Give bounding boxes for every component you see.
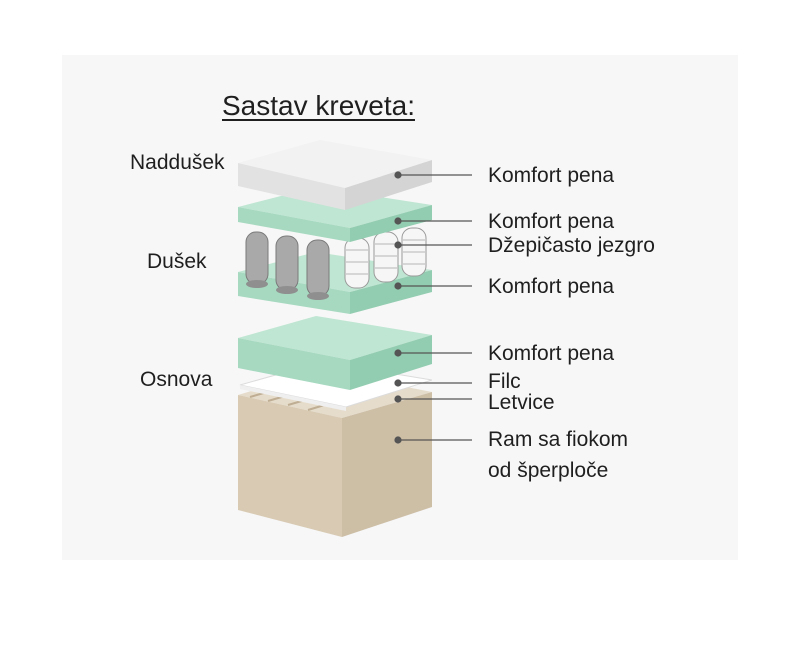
topper-block <box>238 140 432 210</box>
pocket-spring-core <box>245 227 427 300</box>
layer-label-frame-line2: od šperploče <box>488 459 609 482</box>
group-label-mattress: Dušek <box>147 250 207 273</box>
base-foam-block <box>238 316 432 390</box>
layer-label-slats: Letvice <box>488 391 555 414</box>
leader-dot <box>394 379 402 387</box>
leader-dot <box>394 241 402 249</box>
layer-label-mattress-top-foam: Komfort pena <box>488 210 615 233</box>
layer-label-base-foam: Komfort pena <box>488 342 615 365</box>
layer-label-pocket-core: Džepičasto jezgro <box>488 234 655 257</box>
leader-dot <box>394 436 402 444</box>
layer-label-topper-foam: Komfort pena <box>488 164 615 187</box>
group-label-topper: Naddušek <box>130 151 225 174</box>
leader-lines <box>394 171 472 444</box>
layer-label-mattress-bottom-foam: Komfort pena <box>488 275 615 298</box>
leader-dot <box>394 349 402 357</box>
leader-dot <box>394 395 402 403</box>
leader-dot <box>394 217 402 225</box>
layer-label-frame-line1: Ram sa fiokom <box>488 428 629 451</box>
leader-dot <box>394 171 402 179</box>
layer-label-felt: Filc <box>488 370 521 393</box>
diagram-title: Sastav kreveta: <box>222 90 415 121</box>
group-label-base: Osnova <box>140 368 213 391</box>
leader-dot <box>394 282 402 290</box>
